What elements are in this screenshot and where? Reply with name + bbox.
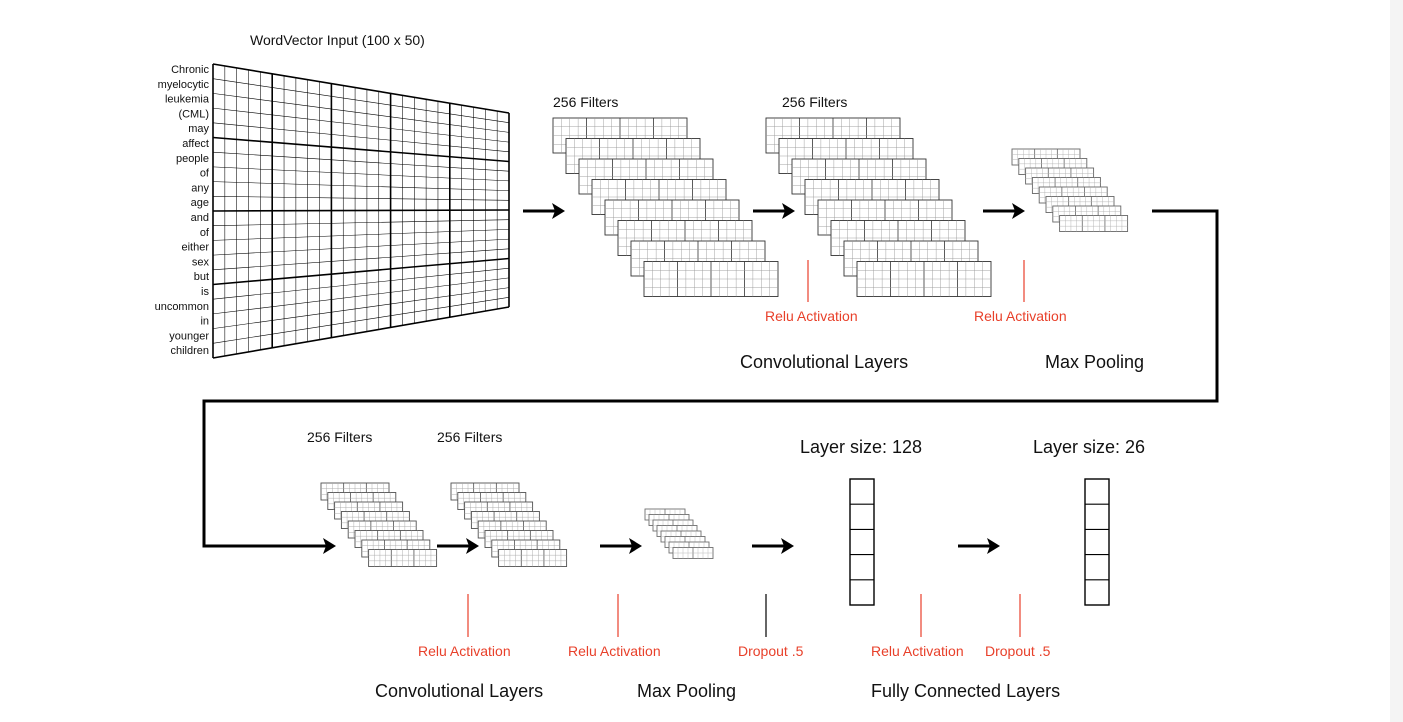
input-word-label: age	[191, 197, 209, 209]
filters-label-row1-a: 256 Filters	[553, 94, 618, 110]
input-word-label: either	[181, 242, 209, 254]
conv-layer-1-filters	[552, 117, 779, 297]
input-title: WordVector Input (100 x 50)	[250, 32, 425, 48]
conv-layer-2-filters	[765, 117, 992, 297]
page-scrollbar[interactable]	[1390, 0, 1403, 722]
input-word-label: is	[201, 286, 209, 298]
relu-activation-label-2: Relu Activation	[974, 308, 1067, 324]
feature-map-sheet	[1059, 215, 1129, 232]
feature-map-sheet	[498, 549, 568, 567]
filters-label-row2-b: 256 Filters	[437, 429, 502, 445]
flow-arrow	[753, 203, 795, 219]
input-word-label: and	[191, 212, 209, 224]
conv-layer-3-filters	[320, 482, 438, 567]
input-word-label: in	[200, 316, 209, 328]
dropout-label-1: Dropout .5	[738, 643, 804, 659]
input-word-label: but	[194, 271, 209, 283]
input-word-label: any	[191, 182, 209, 194]
relu-activation-label-3: Relu Activation	[418, 643, 511, 659]
feature-map-sheet	[672, 547, 714, 559]
fully-connected-layer-26	[1084, 478, 1110, 606]
input-word-label: Chronic	[171, 64, 209, 76]
dropout-label-2: Dropout .5	[985, 643, 1051, 659]
input-word-label: sex	[192, 256, 210, 268]
section-label-conv-row2: Convolutional Layers	[375, 681, 543, 701]
max-pooling-1-maps	[1011, 148, 1129, 232]
flow-arrow	[983, 203, 1025, 219]
section-label-pool-row1: Max Pooling	[1045, 352, 1144, 372]
input-word-label: myelocytic	[158, 79, 210, 91]
input-word-vector-grid	[212, 63, 510, 359]
feature-map-sheet	[368, 549, 438, 567]
row-connector-line	[202, 209, 1219, 548]
feature-map-sheet	[856, 261, 992, 297]
filters-label-row2-a: 256 Filters	[307, 429, 372, 445]
flow-arrows	[312, 203, 1025, 554]
input-word-label: affect	[182, 138, 209, 150]
feature-map-sheet	[643, 261, 779, 297]
filters-label-row1-b: 256 Filters	[782, 94, 847, 110]
input-word-label: children	[170, 345, 209, 357]
section-label-fully-connected: Fully Connected Layers	[871, 681, 1060, 701]
relu-activation-label-4: Relu Activation	[568, 643, 661, 659]
relu-activation-label-1: Relu Activation	[765, 308, 858, 324]
input-word-label: (CML)	[178, 108, 209, 120]
input-word-label: of	[200, 227, 210, 239]
flow-arrow	[752, 538, 794, 554]
input-word-label: may	[188, 123, 209, 135]
input-word-label: uncommon	[155, 301, 209, 313]
fully-connected-layer-128	[849, 478, 875, 606]
section-label-conv-row1: Convolutional Layers	[740, 352, 908, 372]
relu-activation-label-5: Relu Activation	[871, 643, 964, 659]
input-word-label: younger	[169, 330, 209, 342]
conv-layer-4-filters	[450, 482, 568, 567]
max-pooling-2-maps	[644, 508, 714, 559]
layer-size-26-label: Layer size: 26	[1033, 437, 1145, 457]
flow-arrow	[600, 538, 642, 554]
input-word-label: of	[200, 168, 210, 180]
flow-arrow	[437, 538, 479, 554]
flow-arrow	[523, 203, 565, 219]
layer-size-128-label: Layer size: 128	[800, 437, 922, 457]
section-label-pool-row2: Max Pooling	[637, 681, 736, 701]
input-word-labels: Chronic myelocytic leukemia (CML) may affect p…	[155, 64, 210, 357]
flow-arrow	[958, 538, 1000, 554]
input-word-label: people	[176, 153, 209, 165]
input-word-label: leukemia	[165, 94, 210, 106]
